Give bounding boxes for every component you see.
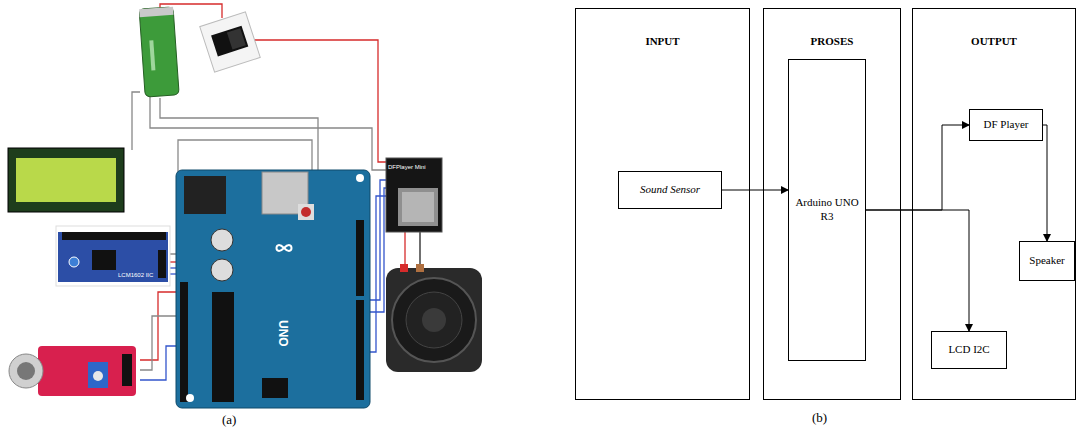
arrow-connector — [1043, 125, 1047, 241]
figure-label: (a) — [222, 412, 236, 428]
arrow-connector — [722, 190, 788, 191]
panel-heading: INPUT — [645, 35, 679, 49]
battery — [139, 7, 179, 97]
speaker — [386, 264, 482, 372]
process-box: Speaker — [1019, 241, 1075, 281]
input-panel: INPUT Sound Sensor — [575, 8, 750, 400]
wires — [132, 4, 420, 380]
module-label: DFPlayer Mini — [388, 164, 426, 170]
process-panel: PROSES Arduino UNO R3 — [763, 8, 901, 400]
sound-sensor — [8, 338, 140, 402]
board-logo: UNO — [276, 320, 290, 347]
process-box: Arduino UNO R3 — [788, 59, 866, 361]
panel-heading: OUTPUT — [971, 35, 1017, 49]
box-label: Sound Sensor — [640, 183, 700, 197]
process-box: DF Player — [969, 109, 1043, 141]
panel-heading: PROSES — [811, 35, 854, 49]
arrow-connector — [866, 210, 969, 331]
module-label: LCM1602 IIC — [118, 272, 153, 278]
box-label: Speaker — [1029, 254, 1064, 268]
process-box: LCD I2C — [931, 331, 1007, 369]
output-panel: OUTPUT DF PlayerSpeakerLCD I2C — [912, 8, 1076, 400]
rocker-switch — [200, 12, 260, 72]
wiring-illustration — [0, 0, 540, 430]
process-box: Sound Sensor — [618, 171, 722, 209]
box-label: LCD I2C — [948, 343, 989, 357]
figure-label: (b) — [812, 410, 827, 426]
box-label: Arduino UNO R3 — [793, 196, 861, 224]
dfplayer-module — [386, 158, 442, 232]
arrow-connector — [866, 125, 969, 210]
lcd-display — [8, 148, 170, 286]
box-label: DF Player — [984, 118, 1029, 132]
arduino-board — [176, 170, 370, 408]
